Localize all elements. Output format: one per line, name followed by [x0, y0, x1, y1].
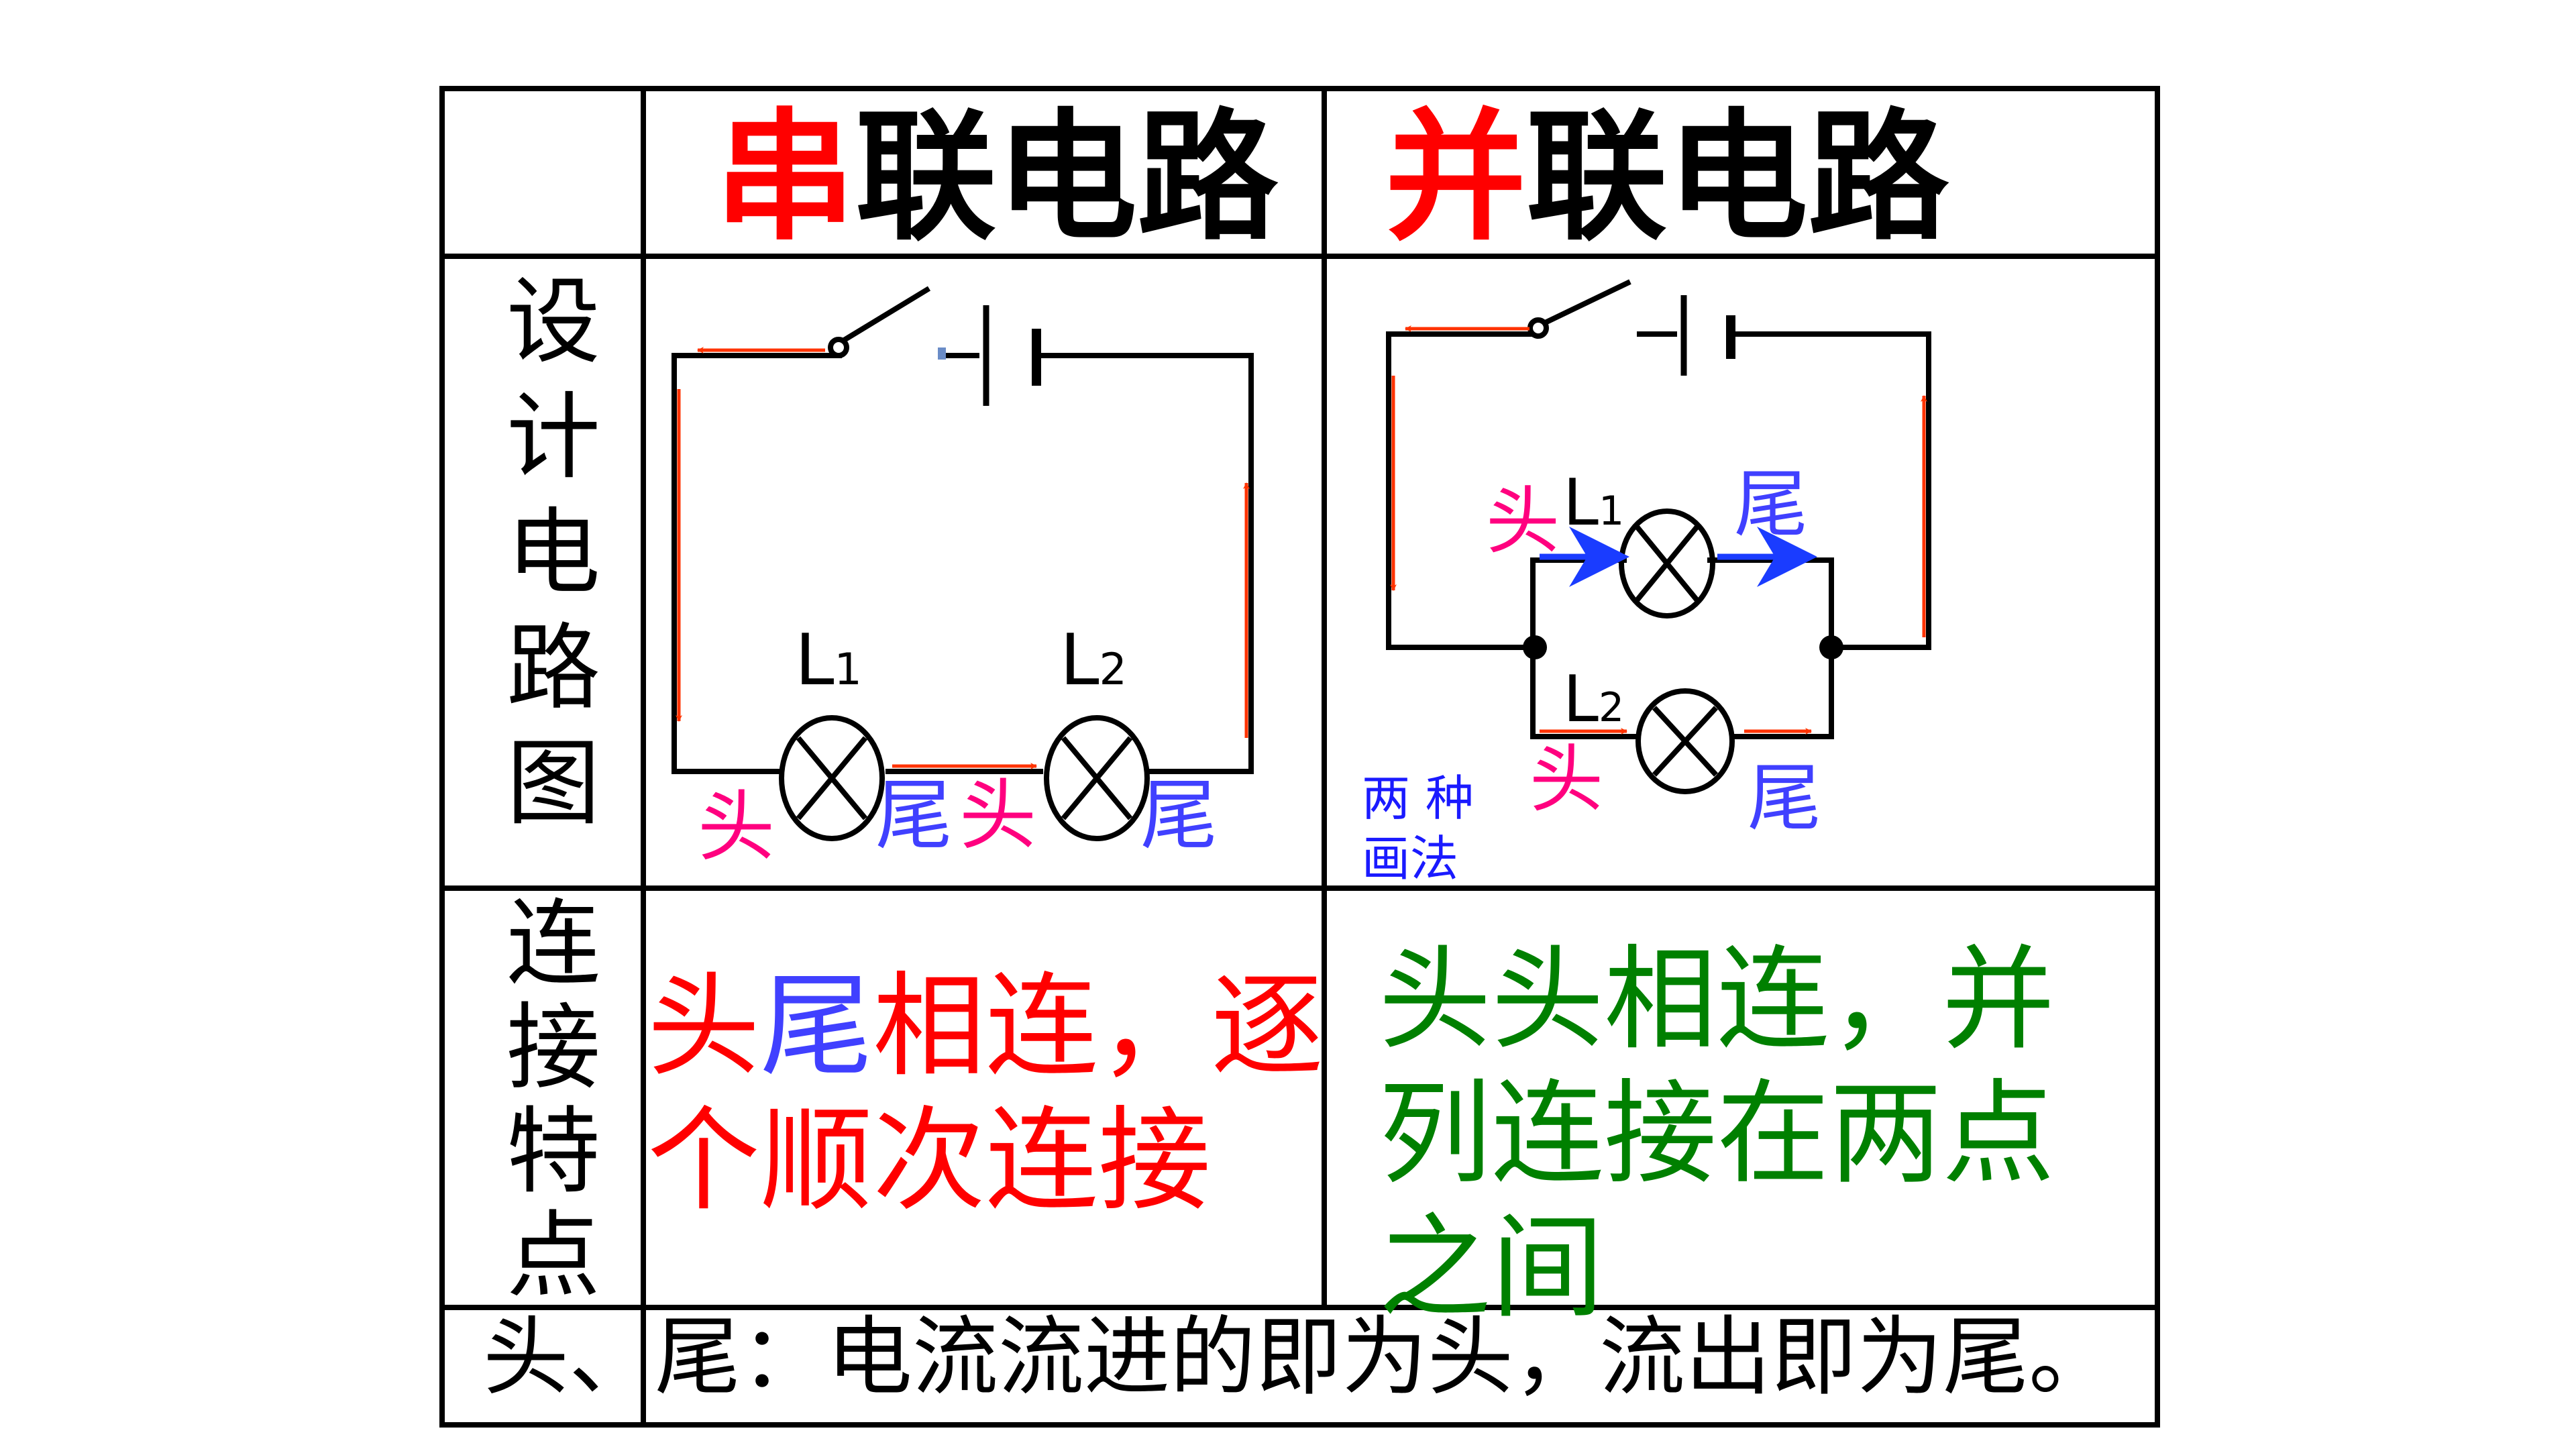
series-lamp1-label: L1: [795, 619, 862, 701]
series-feature-rest: 相连，逐: [873, 961, 1324, 1092]
parallel-heading-accent: 并: [1385, 95, 1527, 260]
series-labels: L1 L2 头 尾 头 尾: [698, 619, 1218, 872]
parallel-lamp2-tail: 尾: [1748, 755, 1821, 841]
series-heading-rest: 联电路: [855, 95, 1279, 260]
parallel-labels: L1 L2 头 尾 头 尾 两 种 画法: [1362, 462, 1821, 887]
series-circuit: [672, 286, 1254, 841]
series-lamp1-head: 头: [698, 782, 775, 872]
definition-footer: 头、尾：电流流进的即为头，流出即为尾。: [483, 1307, 2115, 1407]
parallel-lamp2-head: 头: [1529, 737, 1603, 822]
parallel-lamp-2: [1635, 688, 1735, 794]
parallel-junction-left: [1523, 635, 1547, 659]
series-switch-contact: [938, 347, 946, 360]
series-feature-head: 头: [647, 961, 760, 1092]
series-lamp2-head: 头: [959, 771, 1036, 861]
series-feature-line2: 个顺次连接: [647, 1095, 1211, 1226]
row-label-features: 连接特点: [506, 890, 600, 1311]
parallel-feature-line2: 列连接在两点: [1379, 1068, 2055, 1199]
series-switch-blade: [833, 286, 931, 348]
series-circuit-heading: 串联电路: [714, 107, 1278, 248]
comparison-table: [439, 86, 2160, 1428]
parallel-lamp1-tail: 尾: [1734, 462, 1808, 547]
parallel-feature-text: 头头相连，并 列连接在两点 之间: [1379, 932, 2150, 1335]
parallel-feature-line1: 头头相连，并: [1379, 934, 2055, 1065]
parallel-switch-blade: [1538, 279, 1631, 328]
row-divider-3: [439, 1305, 2160, 1310]
row-label-design: 设计电路图: [506, 268, 600, 839]
series-lamp-1: [779, 715, 885, 841]
series-feature-tail: 尾: [760, 961, 873, 1092]
parallel-heading-rest: 联电路: [1526, 95, 1949, 260]
row-divider-1: [439, 254, 2160, 259]
series-feature-line1: 头尾相连，逐: [647, 959, 1324, 1093]
parallel-current-arrows: [1390, 325, 1927, 735]
series-lamp2-tail: 尾: [1140, 771, 1218, 861]
column-divider-2: [1322, 86, 1327, 1310]
row-divider-2: [439, 885, 2160, 891]
column-divider-1: [641, 86, 646, 1428]
parallel-circuit: [1386, 279, 1931, 794]
series-switch-pivot: [828, 337, 849, 358]
series-heading-accent: 串: [714, 95, 856, 260]
parallel-lamp2-label: L2: [1563, 663, 1624, 737]
parallel-junction-right: [1819, 635, 1843, 659]
series-lamp2-label: L2: [1060, 619, 1127, 701]
parallel-note-line2: 画法: [1362, 830, 1458, 887]
series-lamp1-tail: 尾: [875, 771, 953, 861]
series-lamp-2: [1044, 715, 1150, 841]
parallel-note-line1: 两 种: [1362, 770, 1474, 826]
parallel-lamp-1: [1619, 508, 1715, 619]
series-current-arrows: [676, 347, 1250, 769]
parallel-feature-line3: 之间: [1379, 1202, 1604, 1334]
parallel-switch-pivot: [1527, 317, 1549, 339]
parallel-lamp1-head: 头: [1486, 478, 1560, 564]
parallel-circuit-heading: 并联电路: [1385, 107, 1949, 248]
series-feature-text: 头尾相连，逐 个顺次连接: [647, 959, 1324, 1228]
parallel-lamp1-label: L1: [1563, 466, 1624, 540]
